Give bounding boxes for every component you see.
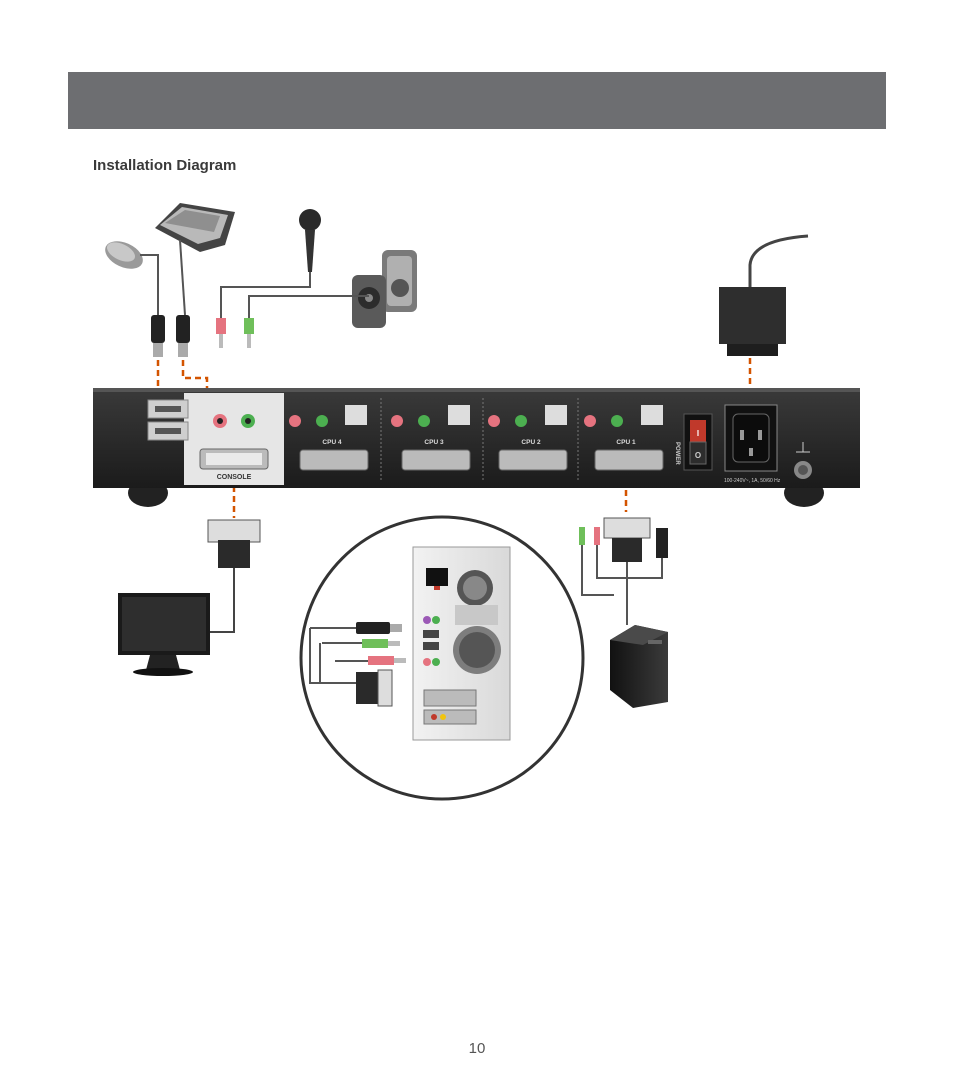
- cpu-port-2: [488, 405, 568, 471]
- console-label: CONSOLE: [217, 474, 252, 481]
- usb-plug-mouse: [151, 315, 165, 357]
- cpu-port-1: [584, 405, 664, 471]
- speakers-icon: [352, 250, 417, 328]
- header-bar: [68, 72, 886, 129]
- ground-terminal: [794, 442, 812, 479]
- cpu-label-2: CPU 2: [521, 439, 541, 446]
- console-dvi-port: [199, 448, 269, 470]
- power-label: POWER: [674, 442, 680, 465]
- power-socket: [724, 404, 778, 472]
- section-dividers: [380, 398, 579, 482]
- cpu-label-4: CPU 4: [322, 439, 342, 446]
- mouse-icon: [105, 241, 143, 269]
- switch-on-label: I: [697, 429, 699, 438]
- switch-off-label: O: [695, 451, 701, 460]
- usb-plug-keyboard: [176, 315, 190, 357]
- magnified-cable-set: [309, 622, 406, 707]
- power-rating: 100-240V~, 1A, 50/60 Hz: [724, 478, 781, 484]
- console-dvi-plug: [207, 519, 261, 568]
- computer-tower-icon: [610, 625, 668, 708]
- section-title: Installation Diagram: [93, 157, 237, 174]
- cpu-port-3: [391, 405, 471, 471]
- microphone-icon: [299, 209, 321, 272]
- power-switch: [683, 413, 713, 471]
- page-number: 10: [468, 1040, 486, 1057]
- cpu-label-1: CPU 1: [616, 439, 636, 446]
- monitor-icon: [118, 593, 210, 676]
- cpu1-cable-set: [579, 517, 668, 625]
- power-cord-plug: [719, 234, 809, 356]
- console-usb-ports: [147, 399, 189, 441]
- console-speaker-port: [241, 414, 255, 428]
- speaker-plug: [244, 318, 254, 348]
- cpu-label-3: CPU 3: [424, 439, 444, 446]
- magnified-computer-back: [299, 515, 585, 801]
- cpu-port-4: [289, 405, 369, 471]
- console-mic-port: [213, 414, 227, 428]
- mic-plug: [216, 318, 226, 348]
- keyboard-icon: [155, 203, 235, 252]
